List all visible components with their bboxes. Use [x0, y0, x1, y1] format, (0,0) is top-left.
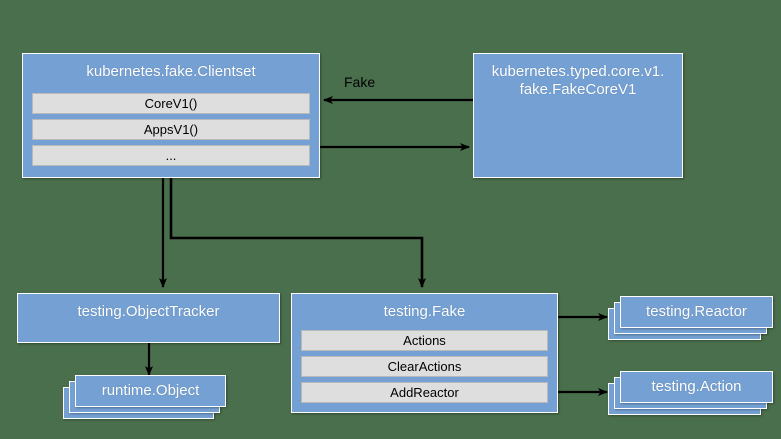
- testing-action-layer-front: [620, 371, 773, 403]
- node-testing-fake[interactable]: testing.Fake Actions ClearActions AddRea…: [291, 293, 558, 413]
- clientset-row-corev1[interactable]: CoreV1(): [32, 93, 310, 114]
- edge-clientset-to-testingfake: [169, 178, 426, 288]
- node-testing-reactor-stack[interactable]: testing.Reactor: [608, 296, 773, 340]
- node-title-runtime-object: runtime.Object: [101, 382, 200, 399]
- node-runtime-object-stack[interactable]: runtime.Object: [63, 375, 226, 419]
- node-title-testing-reactor: testing.Reactor: [646, 303, 747, 320]
- node-title-fakecorev1: kubernetes.typed.core.v1. fake.FakeCoreV…: [491, 63, 665, 98]
- node-title-clientset: kubernetes.fake.Clientset: [86, 63, 256, 80]
- testing-fake-row-actions[interactable]: Actions: [301, 330, 548, 351]
- clientset-row-list: CoreV1() AppsV1() ...: [23, 93, 319, 166]
- testing-fake-row-clearactions[interactable]: ClearActions: [301, 356, 548, 377]
- testing-reactor-layer-front: [620, 296, 773, 328]
- node-title-objecttracker: testing.ObjectTracker: [77, 303, 220, 320]
- node-testing-action-stack[interactable]: testing.Action: [608, 371, 773, 415]
- node-kubernetes-typed-core-v1-fake-fakecorev1[interactable]: kubernetes.typed.core.v1. fake.FakeCoreV…: [473, 53, 683, 178]
- edge-label-fake: Fake: [344, 74, 376, 90]
- testing-fake-row-addreactor[interactable]: AddReactor: [301, 382, 548, 403]
- node-title-testing-fake: testing.Fake: [383, 303, 466, 320]
- node-title-testing-action: testing.Action: [651, 378, 742, 395]
- node-testing-objecttracker[interactable]: testing.ObjectTracker: [17, 293, 280, 343]
- testing-fake-row-list: Actions ClearActions AddReactor: [292, 330, 557, 403]
- node-kubernetes-fake-clientset[interactable]: kubernetes.fake.Clientset CoreV1() AppsV…: [22, 53, 320, 178]
- clientset-row-ellipsis[interactable]: ...: [32, 145, 310, 166]
- runtime-object-layer-front: [75, 375, 226, 407]
- clientset-row-appsv1[interactable]: AppsV1(): [32, 119, 310, 140]
